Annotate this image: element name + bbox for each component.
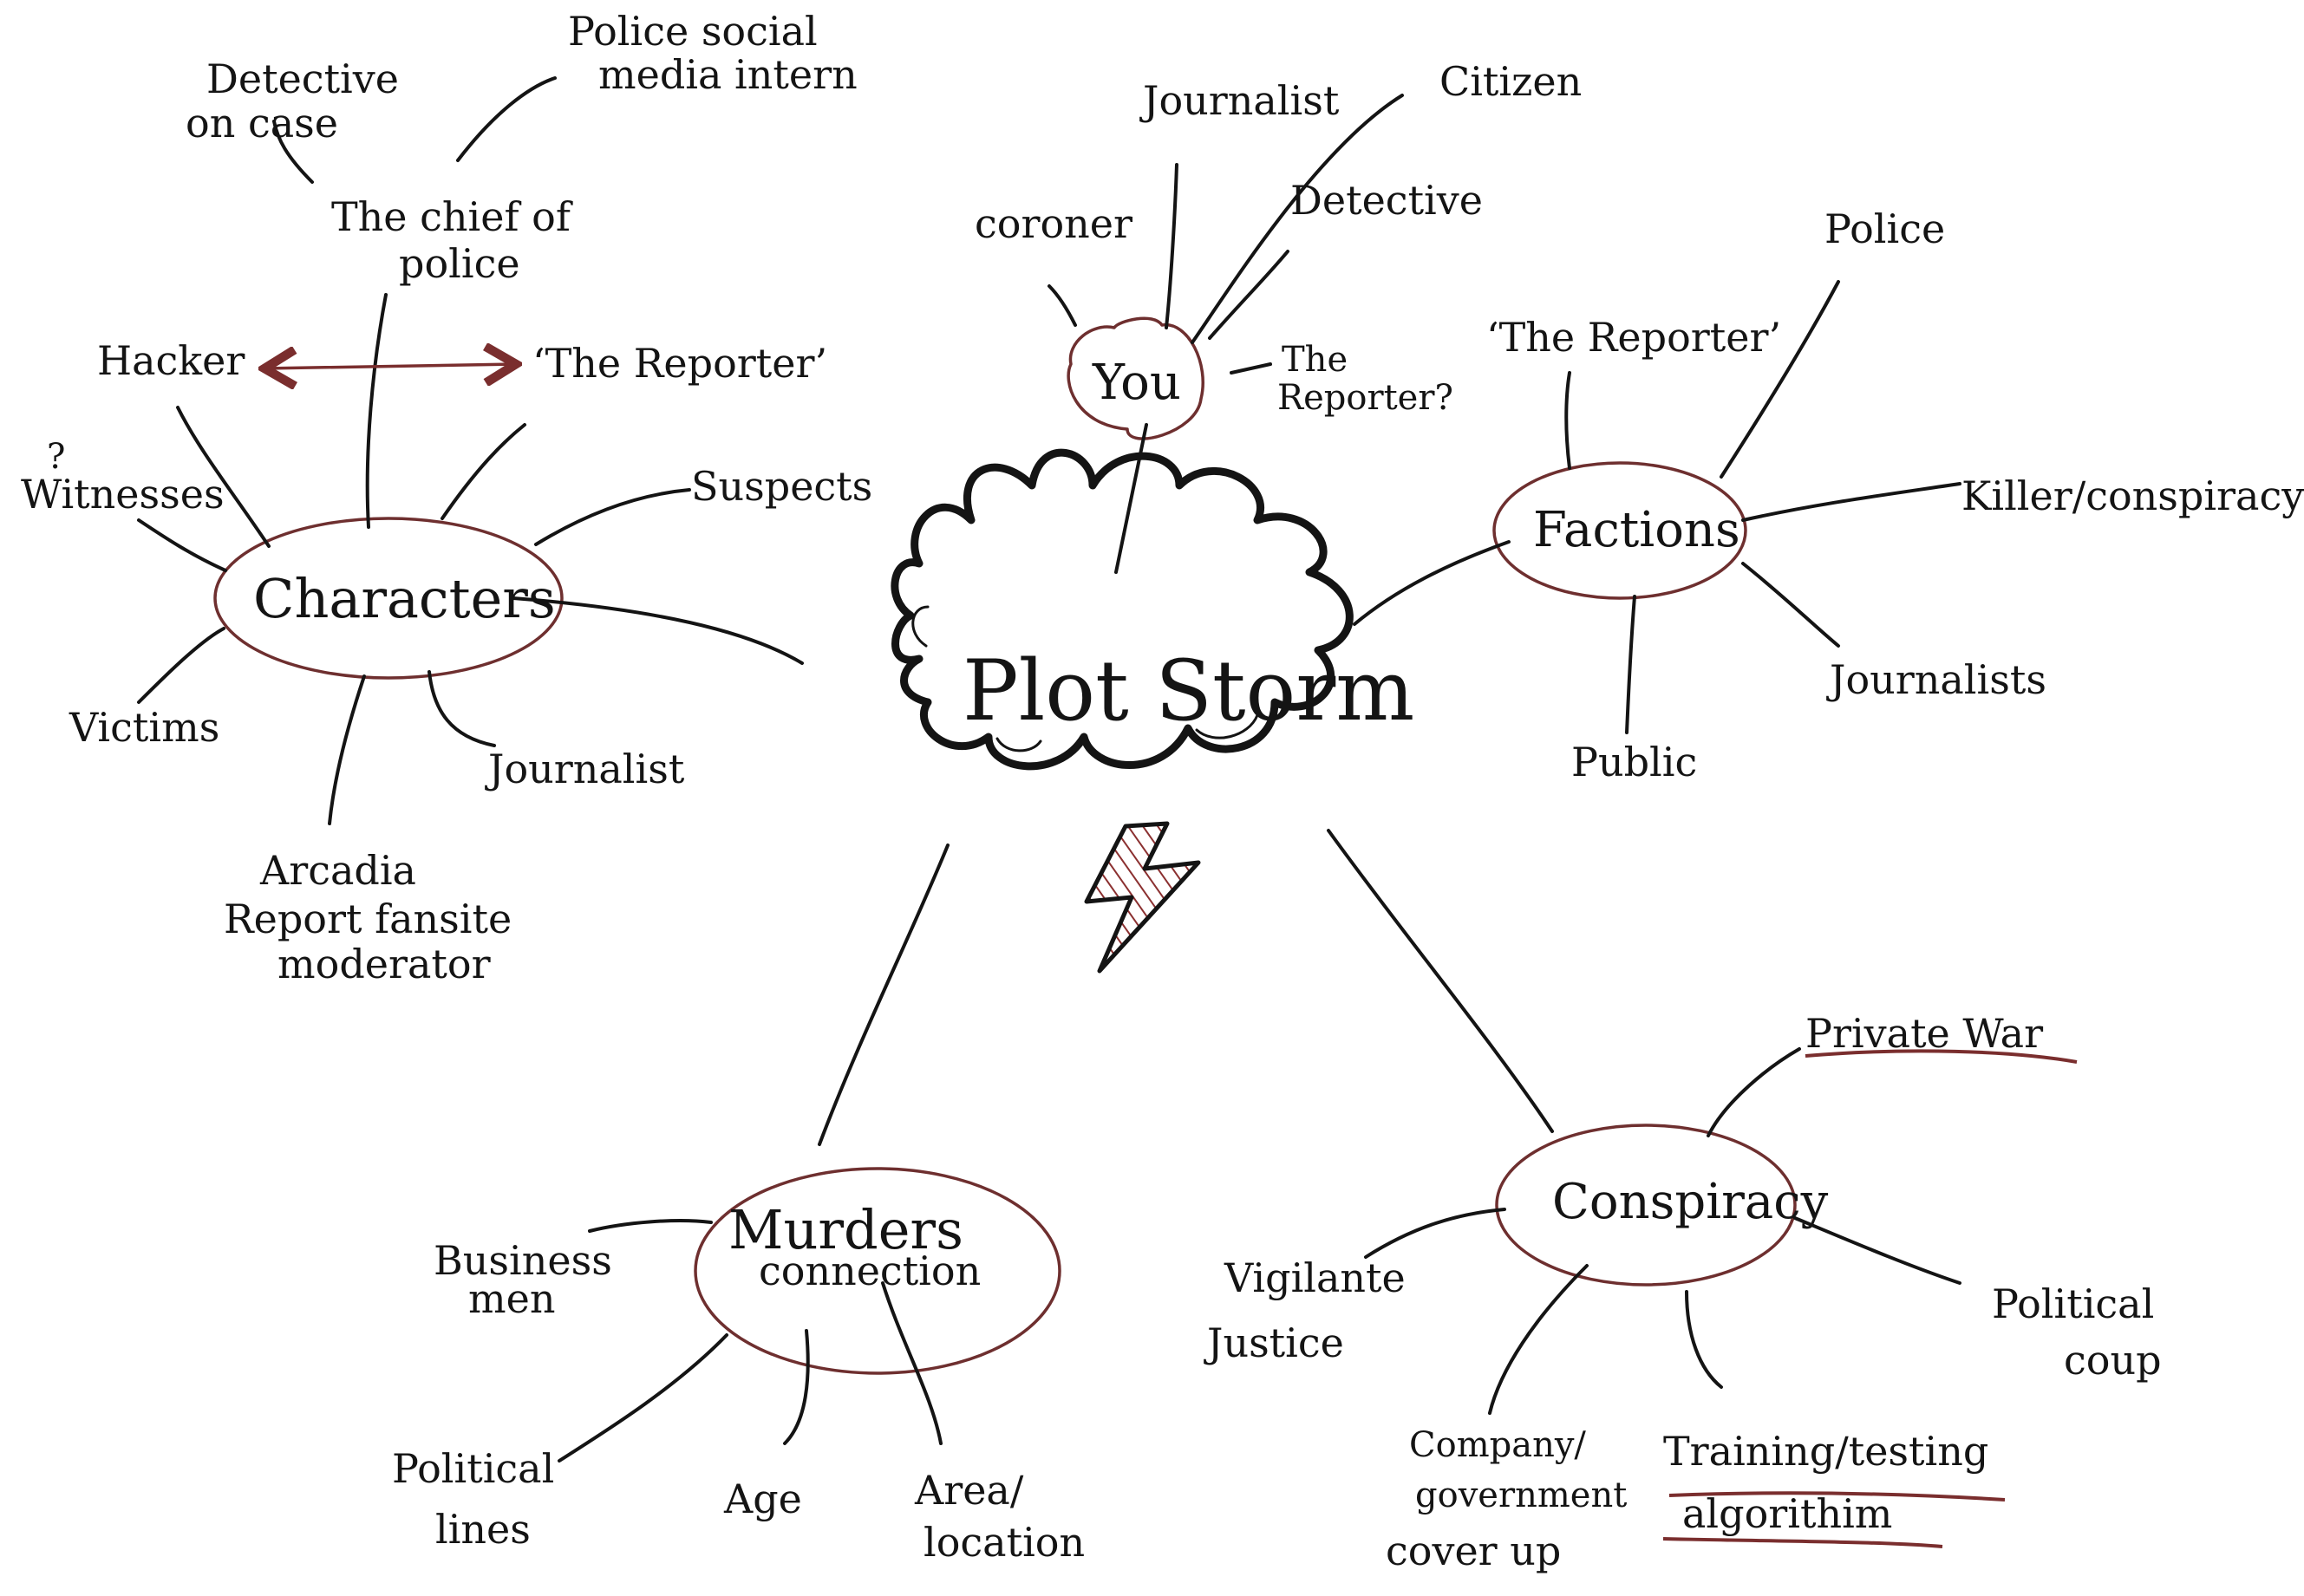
- factions-item-police: Police: [1824, 205, 1945, 252]
- characters-item-suspects: Suspects: [691, 463, 872, 510]
- conspiracy-branch: [1327, 829, 2078, 1548]
- factions-item-reporter: ‘The Reporter’: [1486, 314, 1781, 361]
- characters-item-moderator-1: Arcadia: [259, 847, 416, 894]
- characters-item-moderator-2: Report fansite: [224, 896, 512, 942]
- storm-cloud-icon: [891, 448, 1354, 771]
- you-label: You: [1092, 355, 1181, 411]
- conspiracy-item-coup-2: coup: [2064, 1337, 2162, 1384]
- murders-item-area-1: Area/: [914, 1467, 1024, 1514]
- conspiracy-item-training-2: algorithim: [1682, 1490, 1892, 1537]
- murders-item-political-1: Political: [392, 1445, 554, 1492]
- factions-item-journalists: Journalists: [1826, 656, 2046, 703]
- murders-item-business-1: Business: [434, 1237, 612, 1284]
- characters-item-intern-2: media intern: [598, 51, 858, 98]
- characters-item-journalist: Journalist: [485, 746, 685, 792]
- murders-item-area-2: location: [924, 1519, 1085, 1566]
- factions-item-public: Public: [1571, 739, 1697, 785]
- characters-item-chief-1: The chief of: [331, 193, 573, 240]
- characters-item-reporter: ‘The Reporter’: [532, 340, 827, 387]
- conspiracy-item-private-war: Private War: [1805, 1010, 2043, 1057]
- characters-item-chief-2: police: [399, 240, 520, 287]
- factions-branch: [1353, 280, 1961, 734]
- characters-item-hacker: Hacker: [97, 337, 245, 384]
- characters-item-moderator-3: moderator: [277, 941, 491, 987]
- you-item-reporter-1: The: [1282, 340, 1348, 380]
- murders-item-age: Age: [723, 1475, 802, 1522]
- murders-item-political-2: lines: [435, 1506, 531, 1553]
- characters-item-detective-1: Detective: [206, 55, 399, 102]
- conspiracy-label: Conspiracy: [1552, 1174, 1829, 1230]
- characters-item-detective-2: on case: [186, 100, 338, 147]
- characters-label: Characters: [253, 567, 556, 630]
- murders-branch: [558, 844, 1061, 1462]
- conspiracy-item-cover-up-1: Company/: [1409, 1425, 1586, 1465]
- murders-item-business-2: men: [468, 1275, 555, 1322]
- murders-label-2: connection: [759, 1247, 981, 1294]
- conspiracy-item-vigilante-1: Vigilante: [1224, 1254, 1406, 1301]
- conspiracy-item-cover-up-2: government: [1415, 1475, 1627, 1515]
- characters-branch: [137, 76, 804, 825]
- conspiracy-item-training-1: Training/testing: [1663, 1428, 1988, 1475]
- center-title: Plot Storm: [963, 642, 1414, 739]
- you-item-detective: Detective: [1290, 177, 1483, 224]
- you-branch: [1048, 94, 1404, 574]
- characters-item-victims: Victims: [69, 704, 219, 751]
- you-item-reporter-2: Reporter?: [1277, 378, 1453, 418]
- factions-item-killer: Killer/conspiracy: [1961, 472, 2304, 519]
- you-item-journalist: Journalist: [1139, 77, 1340, 124]
- lightning-bolt-icon: [1084, 821, 1201, 974]
- conspiracy-item-coup-1: Political: [1992, 1280, 2154, 1327]
- you-item-coroner: coroner: [975, 200, 1132, 247]
- conspiracy-item-vigilante-2: Justice: [1204, 1319, 1344, 1366]
- factions-label: Factions: [1533, 502, 1740, 558]
- you-item-citizen: Citizen: [1439, 58, 1582, 105]
- characters-item-witnesses-mark: ?: [47, 437, 65, 477]
- characters-item-witnesses: Witnesses: [21, 471, 225, 518]
- conspiracy-item-cover-up-3: cover up: [1386, 1528, 1561, 1574]
- characters-item-intern-1: Police social: [568, 8, 818, 55]
- murders-label-1: Murders: [728, 1198, 963, 1261]
